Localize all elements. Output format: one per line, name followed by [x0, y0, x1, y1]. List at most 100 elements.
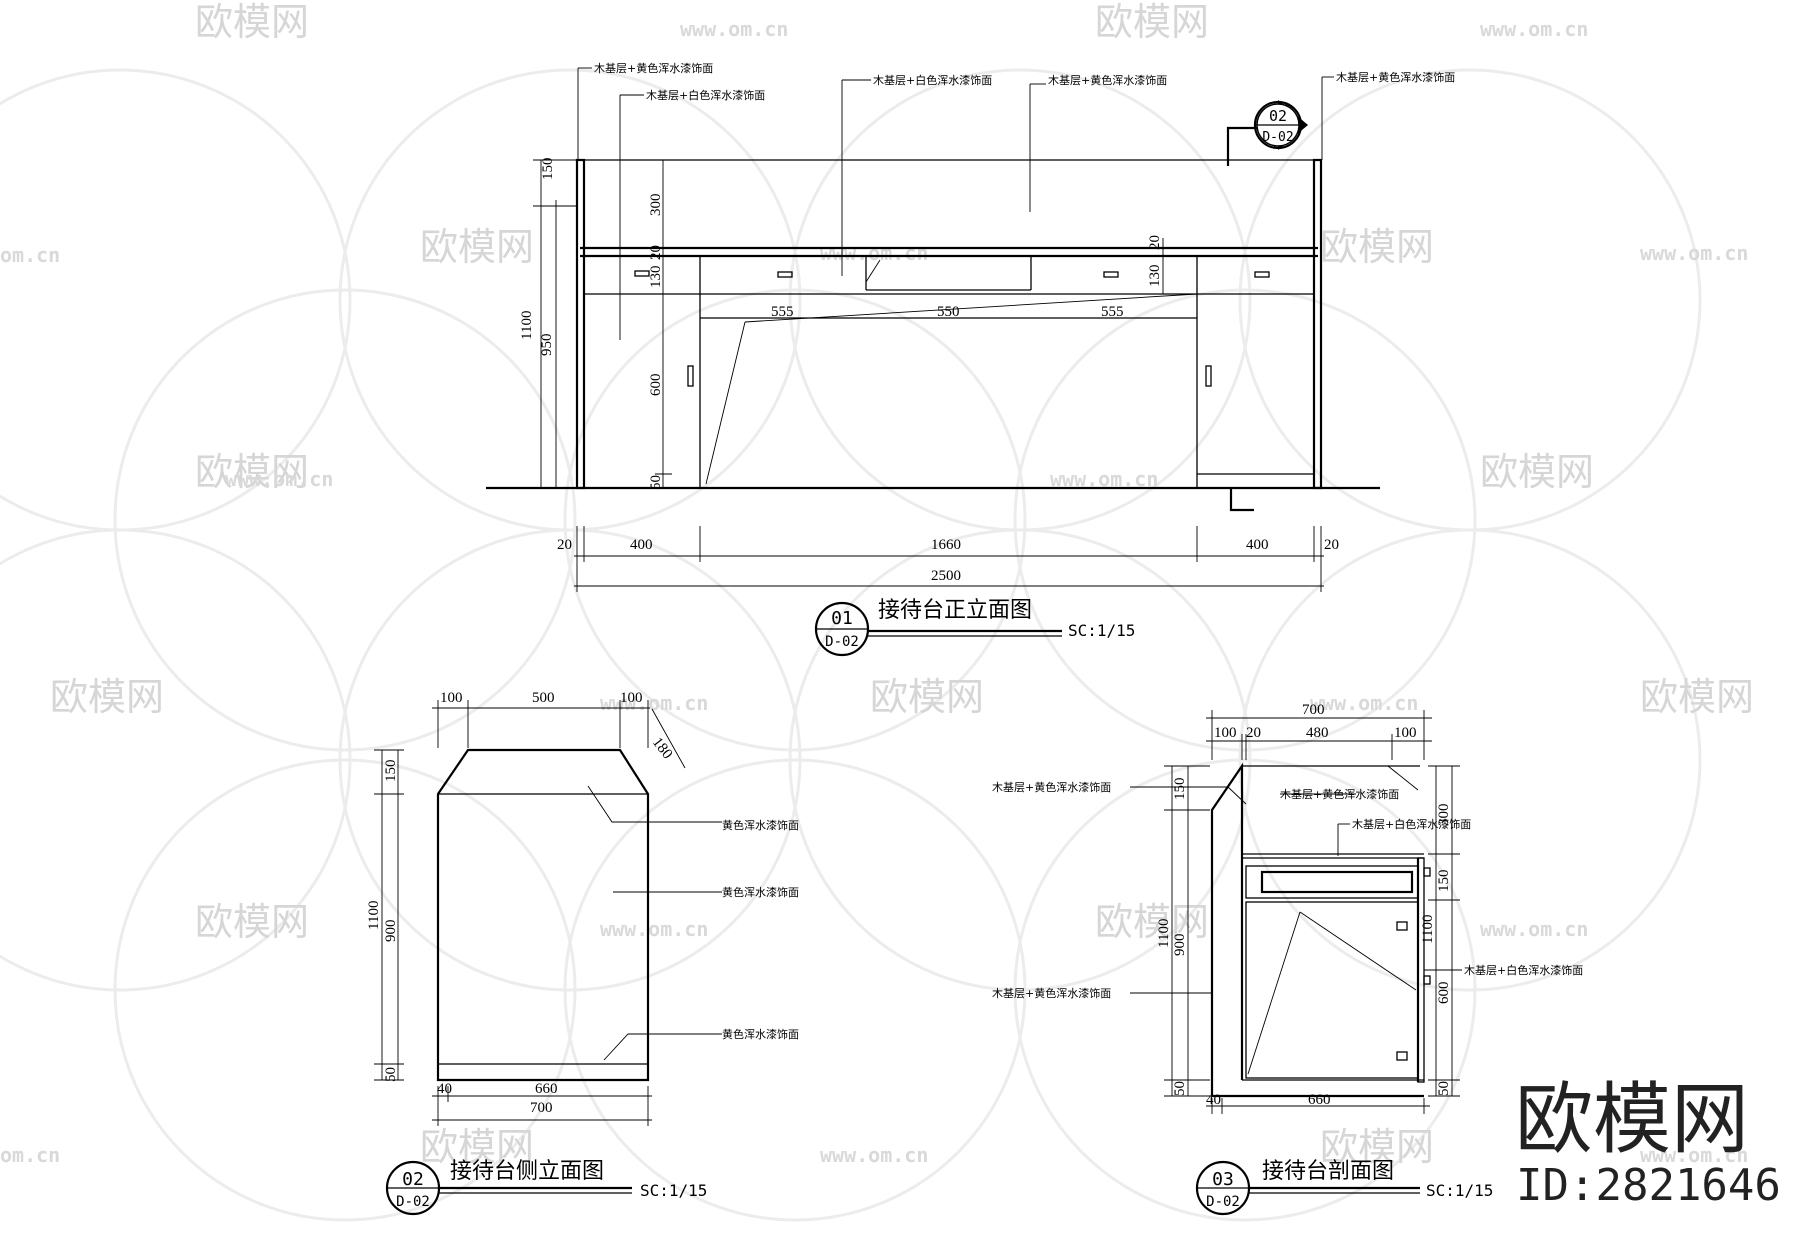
dim-sec-100-left: 100 — [1214, 725, 1237, 741]
dim-sec-480: 480 — [1306, 725, 1329, 741]
dim-side-700: 700 — [530, 1100, 553, 1116]
dim-50: 50 — [648, 475, 664, 490]
watermark-logo: 欧模网 — [1095, 900, 1209, 944]
watermark-url: www.om.cn — [1310, 691, 1418, 715]
dim-side-180: 180 — [649, 735, 675, 763]
watermark-arc — [1013, 758, 1477, 1222]
watermark-logo: 欧模网 — [420, 1125, 534, 1169]
dim-side-100-left: 100 — [440, 690, 463, 706]
dim-side-40: 40 — [437, 1081, 452, 1097]
watermark-logo: 欧模网 — [420, 225, 534, 269]
watermark-logo: 欧模网 — [1320, 1125, 1434, 1169]
watermark-arc — [1238, 528, 1702, 992]
dim-300: 300 — [648, 194, 664, 217]
view-number-01: 01 — [831, 608, 853, 629]
watermark-layer: 欧模网欧模网欧模网欧模网欧模网欧模网欧模网欧模网欧模网欧模网欧模网欧模网欧模网w… — [0, 0, 1754, 1222]
watermark-logo: 欧模网 — [1095, 0, 1209, 44]
dim-sec-600: 600 — [1436, 982, 1452, 1005]
watermark-logo: 欧模网 — [870, 675, 984, 719]
dim-550: 550 — [937, 304, 960, 320]
dim-sec-40: 40 — [1206, 1092, 1221, 1108]
watermark-url: www.om.cn — [225, 467, 333, 491]
watermark-url: www.om.cn — [1480, 917, 1588, 941]
watermark-url: www.om.cn — [820, 1143, 928, 1167]
dim-1100: 1100 — [519, 311, 535, 340]
view-title-03: 03 D-02 接待台剖面图 SC:1/15 — [1195, 1159, 1493, 1216]
view-scale-01: SC:1/15 — [1068, 621, 1135, 640]
dim-2500: 2500 — [931, 568, 961, 584]
note-sec-5: 木基层+白色浑水漆饰面 — [1464, 963, 1583, 977]
dim-20-bottom-right: 20 — [1324, 537, 1339, 553]
side-material-notes: 黄色浑水漆饰面 黄色浑水漆饰面 黄色浑水漆饰面 — [722, 818, 799, 1041]
watermark-url: www.om.cn — [1480, 17, 1588, 41]
dim-20-right: 20 — [1147, 235, 1163, 250]
dim-side-150: 150 — [383, 760, 399, 783]
watermark-arc — [563, 758, 1027, 1222]
note-front-4: 木基层+黄色浑水漆饰面 — [1048, 73, 1167, 87]
section-view — [1130, 710, 1462, 1114]
view-sheet-02: D-02 — [396, 1194, 430, 1210]
dim-sec-50-left: 50 — [1172, 1081, 1188, 1096]
watermark-url: www.om.cn — [600, 691, 708, 715]
dim-150: 150 — [540, 158, 556, 181]
dim-sec-150-left: 150 — [1172, 778, 1188, 801]
view-number-03: 03 — [1212, 1169, 1234, 1190]
note-front-5: 木基层+黄色浑水漆饰面 — [1336, 70, 1455, 84]
watermark-logo: 欧模网 — [195, 0, 309, 44]
section-dimension-labels: 700 100 20 480 100 150 1100 900 50 300 1… — [1156, 702, 1452, 1108]
dim-20-bottom-left: 20 — [557, 537, 572, 553]
note-front-3: 木基层+白色浑水漆饰面 — [873, 73, 992, 87]
dim-1660: 1660 — [931, 537, 961, 553]
dim-555-right: 555 — [1101, 304, 1124, 320]
dim-sec-660: 660 — [1308, 1092, 1331, 1108]
watermark-url: www.om.cn — [1640, 241, 1748, 265]
watermark-logo: 欧模网 — [195, 450, 309, 494]
view-scale-03: SC:1/15 — [1426, 1181, 1493, 1200]
section-marker-number: 02 — [1269, 107, 1287, 125]
dim-side-50: 50 — [383, 1067, 399, 1082]
dim-sec-20: 20 — [1246, 725, 1261, 741]
watermark-url: www.om.cn — [820, 241, 928, 265]
dim-sec-1100-right: 1100 — [1420, 915, 1436, 944]
note-sec-3: 木基层+白色浑水漆饰面 — [1352, 817, 1471, 831]
dim-20: 20 — [648, 245, 664, 260]
note-sec-4: 木基层+黄色浑水漆饰面 — [992, 986, 1111, 1000]
watermark-logo: 欧模网 — [1640, 675, 1754, 719]
watermark-arc — [1013, 288, 1477, 752]
dim-side-100-right: 100 — [620, 690, 643, 706]
note-side-1: 黄色浑水漆饰面 — [722, 818, 799, 832]
watermark-logo: 欧模网 — [50, 675, 164, 719]
note-sec-2: 木基层+黄色浑水漆饰面 — [1280, 787, 1399, 801]
section-cut-marker: 02 D-02 — [1253, 100, 1308, 150]
brand-name: 欧模网 — [1515, 1075, 1749, 1165]
watermark-arc — [338, 528, 802, 992]
note-side-2: 黄色浑水漆饰面 — [722, 885, 799, 899]
side-elevation — [374, 700, 722, 1126]
dim-side-660: 660 — [535, 1081, 558, 1097]
dim-sec-100-right: 100 — [1394, 725, 1417, 741]
dim-sec-150-right: 150 — [1436, 870, 1452, 893]
watermark-logo: 欧模网 — [1480, 450, 1594, 494]
watermark-arc — [113, 288, 577, 752]
dim-side-1100: 1100 — [366, 901, 382, 930]
dim-side-900: 900 — [383, 920, 399, 943]
dim-555-left: 555 — [771, 304, 794, 320]
watermark-url: www.om.cn — [1640, 1143, 1748, 1167]
dim-sec-300: 300 — [1436, 804, 1452, 827]
dim-400-left: 400 — [630, 537, 653, 553]
view-scale-02: SC:1/15 — [640, 1181, 707, 1200]
note-front-2: 木基层+白色浑水漆饰面 — [646, 88, 765, 102]
note-front-1: 木基层+黄色浑水漆饰面 — [594, 61, 713, 75]
note-sec-1: 木基层+黄色浑水漆饰面 — [992, 780, 1111, 794]
view-title-01: 01 D-02 接待台正立面图 SC:1/15 — [814, 598, 1135, 657]
view-title-02: 02 D-02 接待台侧立面图 SC:1/15 — [385, 1159, 707, 1216]
dim-sec-700: 700 — [1302, 702, 1325, 718]
view-number-02: 02 — [402, 1169, 424, 1190]
front-elevation — [486, 67, 1380, 592]
side-dimension-labels: 100 500 100 180 150 1100 900 50 40 660 7… — [366, 690, 675, 1116]
watermark-logo: 欧模网 — [1320, 225, 1434, 269]
dim-600: 600 — [648, 374, 664, 397]
watermark-url-short: om.cn — [0, 243, 60, 267]
watermark-logo: 欧模网 — [195, 900, 309, 944]
